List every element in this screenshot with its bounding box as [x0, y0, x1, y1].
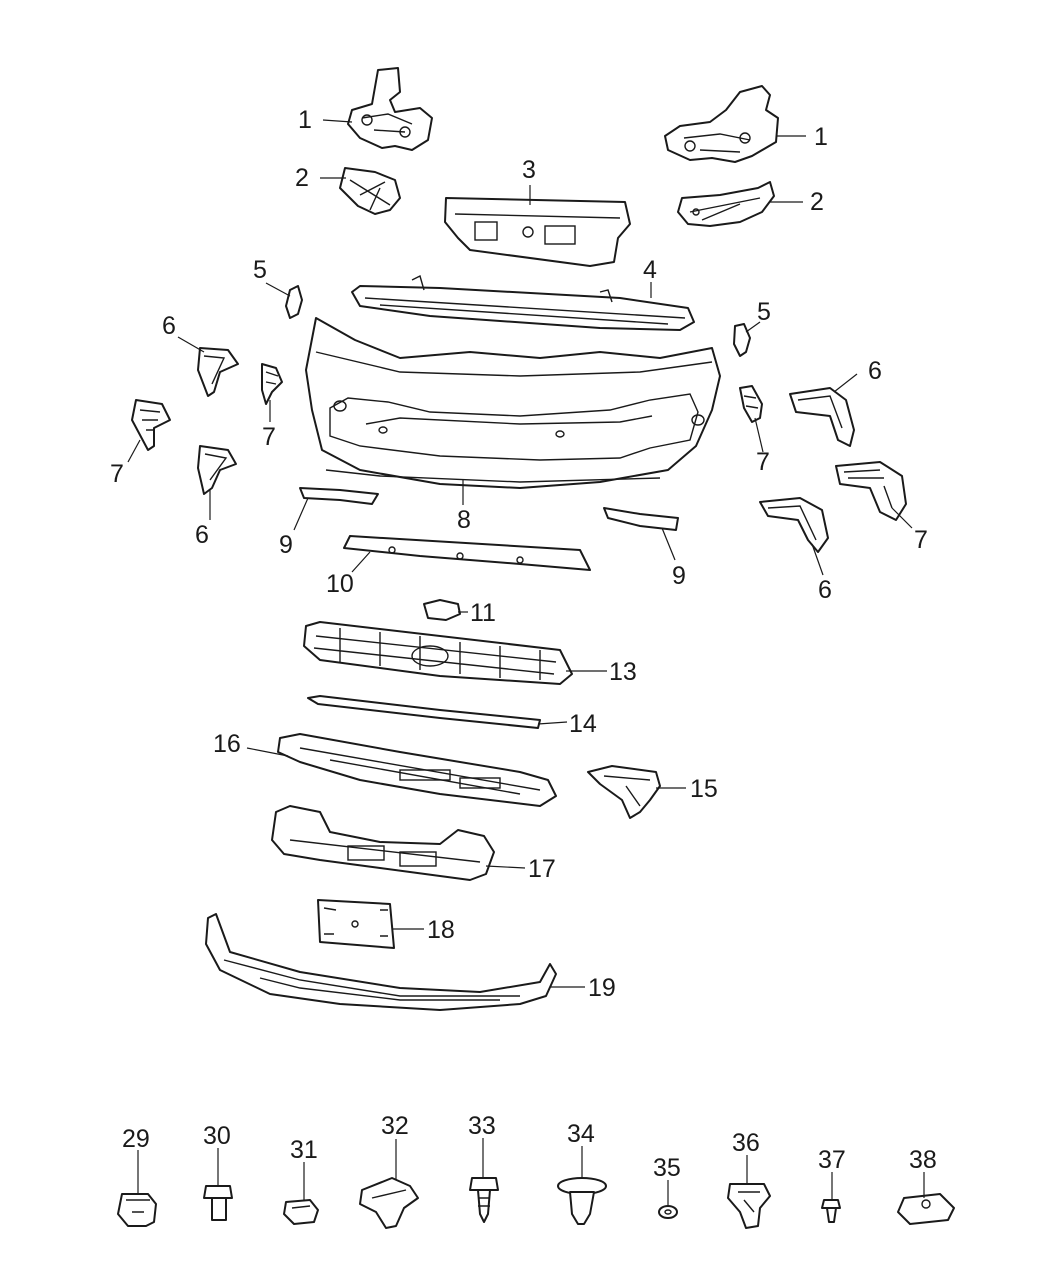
callout-34: 34: [567, 1120, 595, 1148]
part-5-left: [285, 285, 303, 319]
part-8-front-fascia: [305, 317, 721, 489]
fastener-33-screw: [469, 1177, 499, 1223]
part-6-upper-left: [197, 347, 239, 397]
callout-9-right: 9: [672, 562, 686, 590]
fastener-35-washer: [658, 1205, 678, 1219]
callout-6-lower-right: 6: [818, 576, 832, 604]
callout-4: 4: [643, 256, 657, 284]
part-10-lower-trim: [343, 535, 591, 571]
callout-31: 31: [290, 1136, 318, 1164]
callout-1-right: 1: [814, 123, 828, 151]
callout-14: 14: [569, 710, 597, 738]
callout-29: 29: [122, 1125, 150, 1153]
callout-8: 8: [457, 506, 471, 534]
callout-32: 32: [381, 1112, 409, 1140]
part-1-left-bracket: [347, 67, 433, 151]
part-7-left-outer: [131, 399, 171, 451]
fastener-34-push-pin: [557, 1177, 607, 1225]
part-17-air-deflector: [271, 805, 495, 881]
part-2-left: [339, 167, 401, 215]
part-15-bracket: [587, 765, 661, 819]
part-1-right-bracket: [664, 85, 779, 163]
callout-6-lower-left: 6: [195, 521, 209, 549]
fastener-30-bolt: [203, 1185, 233, 1221]
part-3-bumper-absorber: [444, 197, 631, 267]
callout-7-inner-right: 7: [756, 448, 770, 476]
fastener-38-nut-plate: [897, 1193, 955, 1225]
callout-2-right: 2: [810, 188, 824, 216]
part-7-right-inner: [739, 385, 763, 423]
callout-1-left: 1: [298, 106, 312, 134]
callout-6-upper-right: 6: [868, 357, 882, 385]
callout-6-upper-left: 6: [162, 312, 176, 340]
part-13-grille: [303, 621, 573, 685]
callout-13: 13: [609, 658, 637, 686]
callout-38: 38: [909, 1146, 937, 1174]
callout-17: 17: [528, 855, 556, 883]
callout-5-right: 5: [757, 298, 771, 326]
callout-7-outer-right: 7: [914, 526, 928, 554]
callout-3: 3: [522, 156, 536, 184]
callout-19: 19: [588, 974, 616, 1002]
part-6-lower-right: [759, 497, 829, 553]
callout-37: 37: [818, 1146, 846, 1174]
part-2-right: [677, 181, 775, 227]
callout-35: 35: [653, 1154, 681, 1182]
callout-18: 18: [427, 916, 455, 944]
leader-lines: [127, 119, 925, 1206]
part-18-license-bracket: [317, 899, 395, 949]
callout-2-left: 2: [295, 164, 309, 192]
callout-33: 33: [468, 1112, 496, 1140]
fastener-29-clip: [117, 1193, 157, 1227]
part-6-lower-left: [197, 445, 237, 495]
callout-7-inner-left: 7: [262, 423, 276, 451]
fastener-31-nut-clip: [283, 1199, 319, 1225]
part-19-lower-lip: [205, 913, 557, 1011]
part-6-upper-right: [789, 387, 855, 447]
part-9-right: [603, 507, 679, 531]
part-14-grille-molding: [307, 695, 541, 729]
part-11-emblem-cap: [423, 599, 461, 621]
fastener-32-retainer: [359, 1177, 419, 1229]
part-7-left-inner: [261, 363, 283, 405]
part-9-left: [299, 487, 379, 505]
callout-36: 36: [732, 1129, 760, 1157]
part-4-reinforcement-beam: [351, 274, 695, 331]
part-16-lower-carrier: [277, 733, 557, 807]
callout-labels: 1 1 2 2 3 4 5 5 6 6 6 6 7 7 7 7 8 9 9 10…: [110, 106, 937, 1182]
part-7-right-outer: [835, 461, 907, 521]
callout-10: 10: [326, 570, 354, 598]
part-5-right: [733, 323, 751, 357]
callout-5-left: 5: [253, 256, 267, 284]
fastener-37-screw: [821, 1199, 841, 1223]
callout-11: 11: [470, 599, 496, 627]
callout-16: 16: [213, 730, 241, 758]
callout-9-left: 9: [279, 531, 293, 559]
callout-30: 30: [203, 1122, 231, 1150]
callout-7-outer-left: 7: [110, 460, 124, 488]
callout-15: 15: [690, 775, 718, 803]
fastener-36-u-clip: [727, 1183, 771, 1229]
